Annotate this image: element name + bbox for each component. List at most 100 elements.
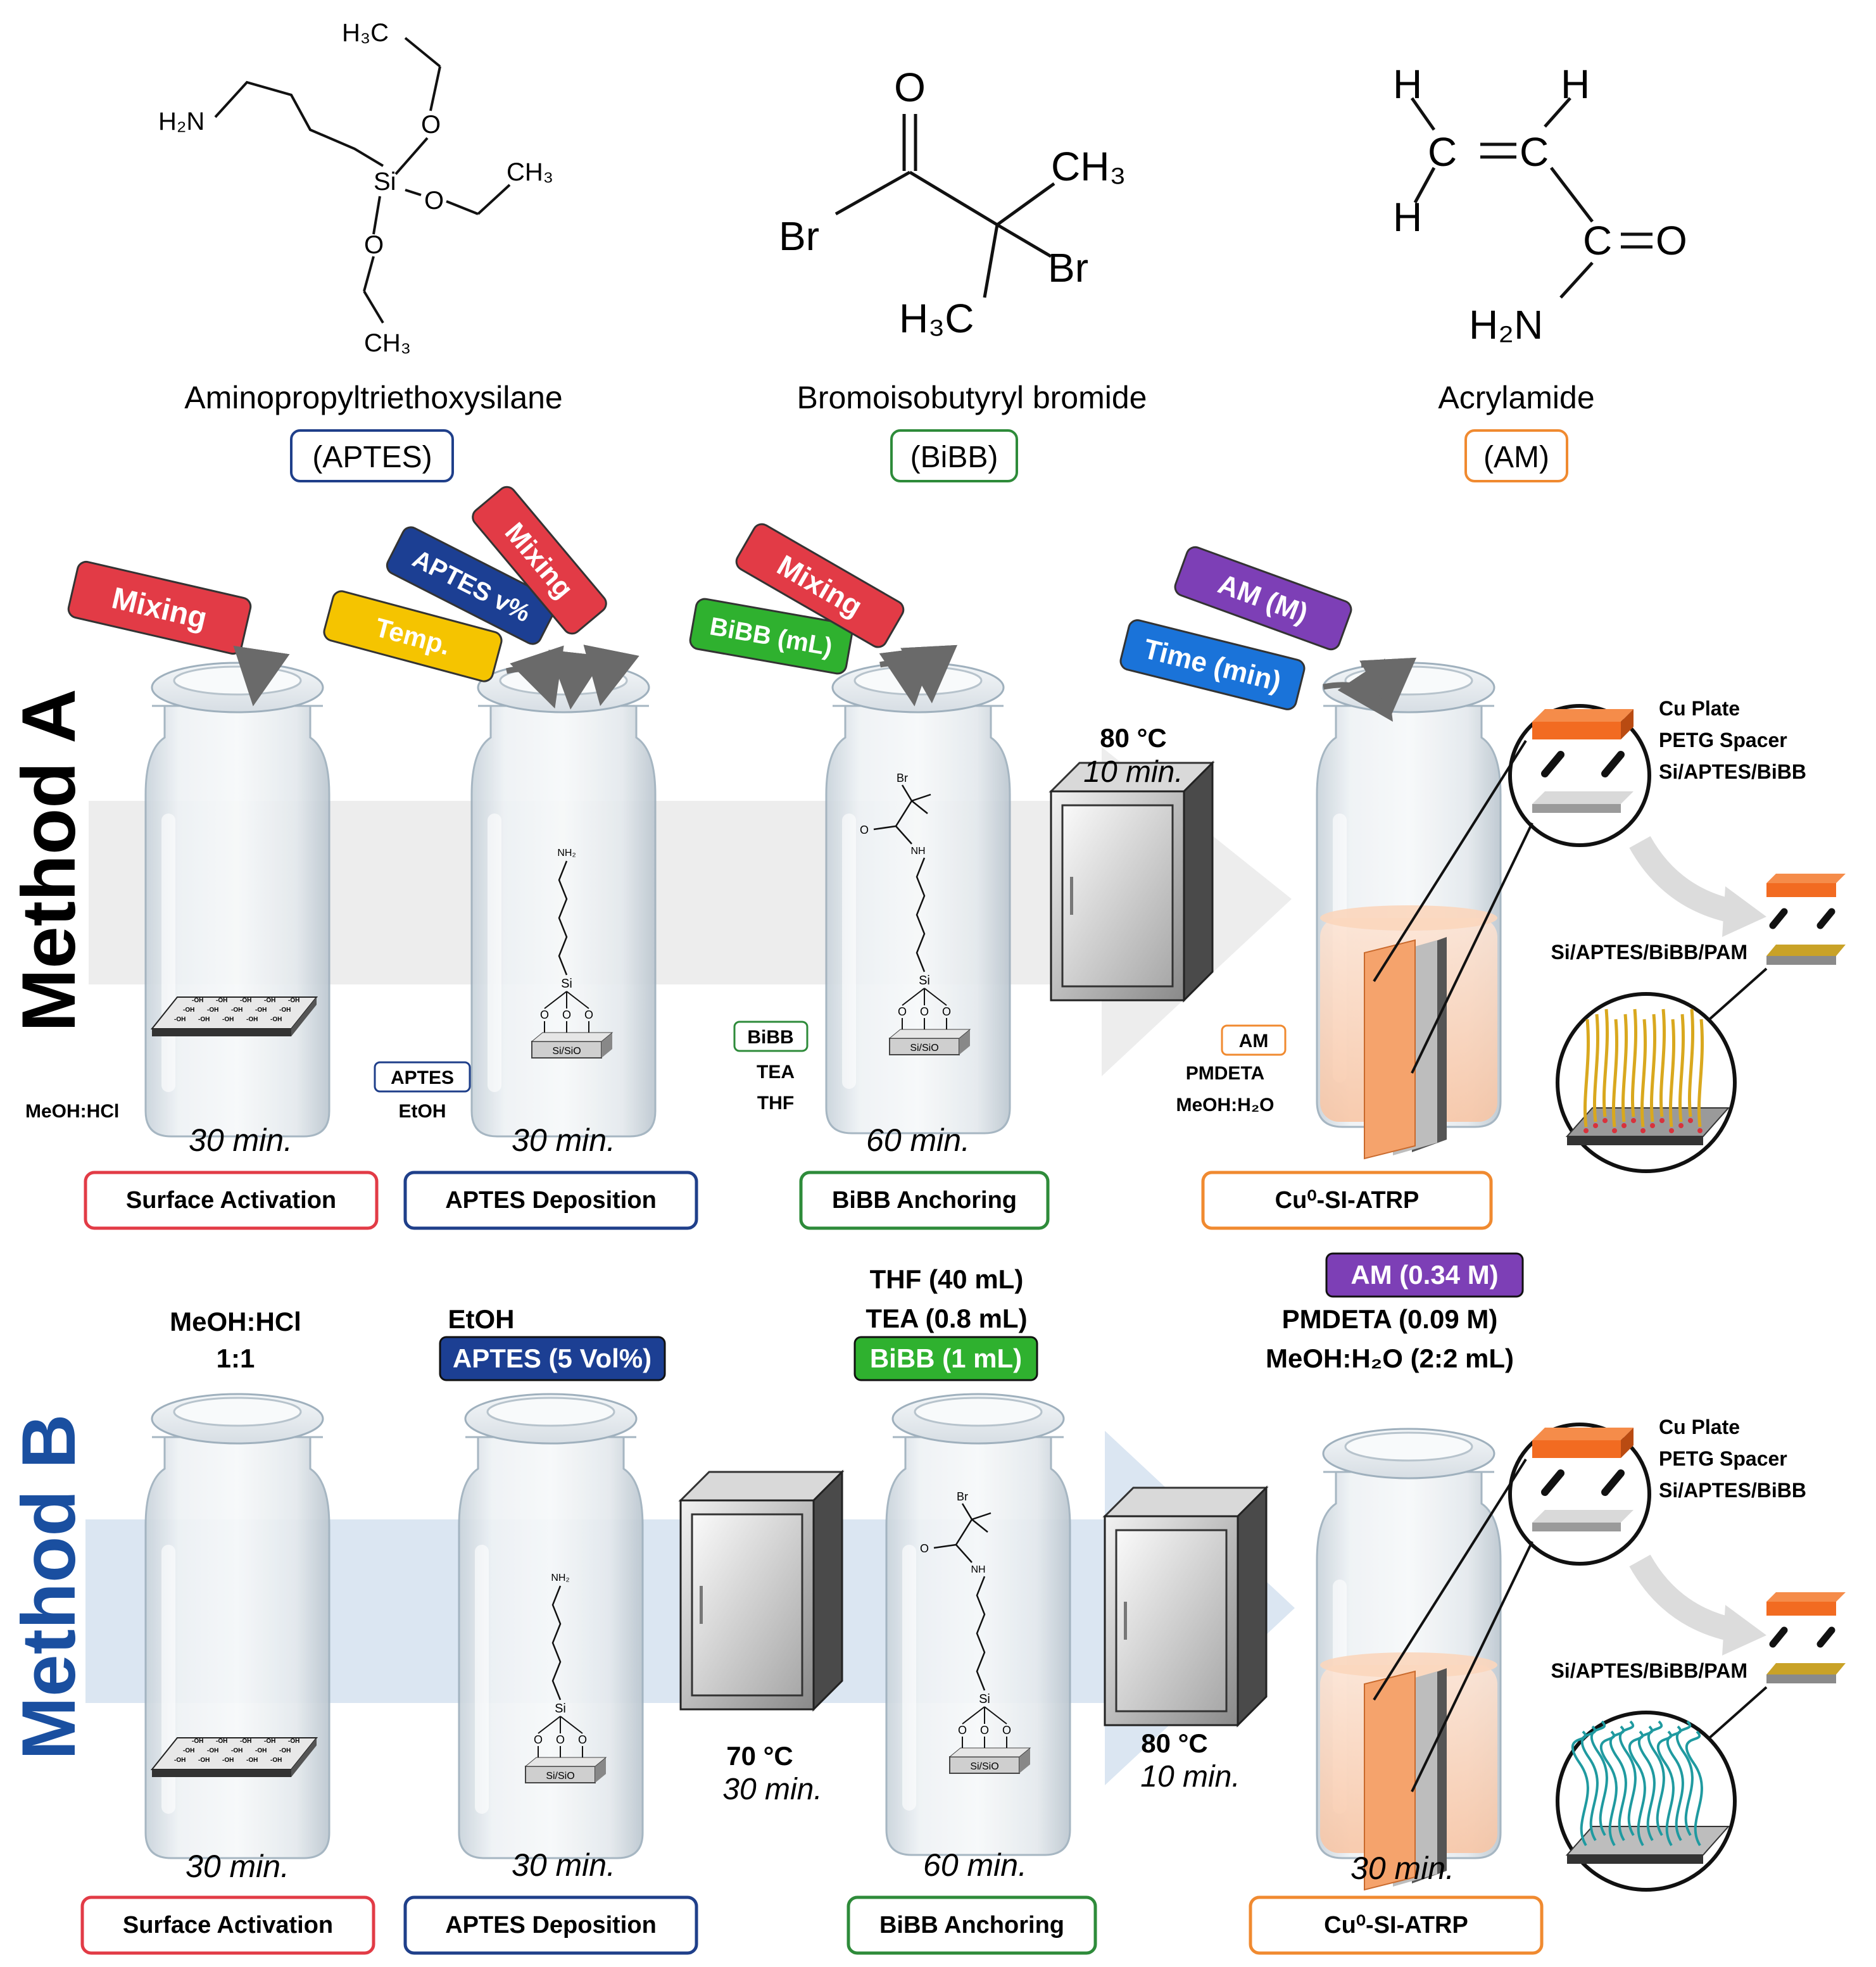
bromine-atom: Br xyxy=(957,1490,968,1503)
b-vial-activation: -OH-OH-OH-OH-OH-OH-OH-OH-OH-OH-OH-OH-OH-… xyxy=(144,1393,331,1859)
si-o-bond xyxy=(902,988,925,1006)
aptes-atom-h3c: H₃C xyxy=(342,19,389,47)
polymer-brush xyxy=(1602,1009,1609,1117)
si-o-bond xyxy=(560,1716,583,1734)
oven-door xyxy=(1115,1529,1228,1712)
sio-substrate-side xyxy=(959,1029,970,1055)
polymer-brush xyxy=(1669,1019,1675,1128)
vial-highlight xyxy=(902,1545,916,1811)
quat-c-bond xyxy=(955,1519,973,1545)
sio-substrate xyxy=(531,1041,602,1059)
product-cu-front xyxy=(1766,1602,1836,1616)
am-atom-c1: C xyxy=(1428,129,1457,175)
oven-side xyxy=(812,1469,843,1712)
tag-bibb-ml: BiBB (mL) xyxy=(689,598,853,675)
sio-substrate xyxy=(949,1756,1020,1774)
step-box xyxy=(799,1171,1050,1230)
brush-anchor xyxy=(1583,1128,1589,1133)
b-bibb-box xyxy=(853,1336,1038,1381)
oven-handle xyxy=(1124,1602,1127,1640)
amine-group: NH₂ xyxy=(557,848,576,858)
step-box xyxy=(80,1895,375,1955)
bibb-bonds xyxy=(834,114,1055,298)
methyl-bond-1 xyxy=(971,1512,992,1521)
propyl-chain xyxy=(916,857,926,972)
hydroxyl-group: -OH xyxy=(246,1757,258,1764)
am-atom-c3: C xyxy=(1583,218,1612,263)
si-o-bond xyxy=(924,988,947,1006)
hydroxyl-group: -OH xyxy=(231,1007,242,1014)
hydroxyl-group: -OH xyxy=(222,1016,234,1023)
ovens-layer xyxy=(678,760,1269,1728)
aptes-name: Aminopropyltriethoxysilane xyxy=(184,380,563,415)
hydroxyl-group: -OH xyxy=(279,1747,291,1754)
am-atom-h1: H xyxy=(1393,61,1422,107)
oven-handle xyxy=(1070,877,1073,915)
molecule-aptes: H₂N Si O O O H₃C CH₃ CH₃ Aminopropyltrie… xyxy=(158,19,563,482)
oxygen-atom: O xyxy=(562,1009,571,1021)
aptes-abbr: (APTES) xyxy=(312,441,432,474)
quat-c-bond xyxy=(895,800,913,827)
vial-highlight xyxy=(488,814,501,1092)
brush-anchor xyxy=(1669,1128,1674,1133)
polymer-brush xyxy=(1688,1009,1694,1117)
step-label: BiBB Anchoring xyxy=(832,1187,1017,1214)
brush-substrate-edge xyxy=(1567,1855,1703,1864)
hydroxyl-group: -OH xyxy=(231,1747,242,1754)
zoom-line-1 xyxy=(1373,1458,1527,1701)
sio-substrate-side xyxy=(595,1757,606,1783)
polymer-brush xyxy=(1621,1014,1628,1122)
method-a-title: Method A xyxy=(6,689,91,1032)
oxygen-atom: O xyxy=(1002,1724,1011,1737)
hydroxyl-group: -OH xyxy=(174,1757,186,1764)
label-spacer: PETG Spacer xyxy=(1659,729,1787,751)
vial-mouth xyxy=(1344,1431,1473,1462)
silicon-atom: Si xyxy=(979,1692,990,1706)
bromine-atom: Br xyxy=(897,772,908,784)
polymer-brush xyxy=(1675,1720,1694,1837)
step-label: BiBB Anchoring xyxy=(879,1912,1064,1939)
brush-anchor xyxy=(1631,1118,1636,1123)
curved-arrow-body xyxy=(1629,1554,1738,1642)
sio-label: Si/SiO xyxy=(546,1771,574,1782)
spacer-left xyxy=(1541,1469,1564,1496)
oxygen-atom: O xyxy=(958,1724,967,1737)
sandwich-cu-plate xyxy=(1364,1670,1416,1891)
a-time-anchoring: 60 min. xyxy=(866,1122,970,1158)
brush-anchor xyxy=(1688,1118,1693,1123)
bibb-atom-br2: Br xyxy=(1048,245,1088,291)
a-bibb-box xyxy=(733,1021,809,1052)
substrate-edge xyxy=(152,1769,291,1777)
tag-time-min: Time (min) xyxy=(1119,619,1306,710)
oven-side xyxy=(1237,1485,1268,1728)
hydroxyl-group: -OH xyxy=(246,1016,258,1023)
a-step-aptes-deposition: APTES Deposition xyxy=(403,1171,698,1230)
brush-anchor xyxy=(1621,1123,1627,1128)
b-oven2-time: 10 min. xyxy=(1140,1760,1240,1794)
sio-label: Si/SiO xyxy=(910,1043,938,1053)
b-oven-2 xyxy=(1102,1485,1269,1728)
methyl-bond-2 xyxy=(911,800,928,814)
hydroxyl-group: -OH xyxy=(288,1738,299,1745)
brush-anchor xyxy=(1678,1123,1684,1128)
product-substrate-front xyxy=(1766,1675,1836,1683)
hydroxyl-group: -OH xyxy=(240,997,251,1004)
hydroxyl-group: -OH xyxy=(183,1007,194,1014)
si-o-bond xyxy=(962,1706,985,1725)
sio-label: Si/SiO xyxy=(970,1761,998,1772)
step-label: APTES Deposition xyxy=(445,1187,657,1214)
silicon-atom: Si xyxy=(555,1702,566,1716)
molecule-acrylamide: H H C C H C O H₂N Acrylamide (AM) xyxy=(1393,61,1687,482)
hydroxyl-group: -OH xyxy=(207,1747,218,1754)
hydroxyl-group: -OH xyxy=(198,1757,210,1764)
b-step-bibb-anchoring: BiBB Anchoring xyxy=(847,1895,1097,1955)
am-atom-c2: C xyxy=(1520,129,1549,175)
a-tea-label: TEA xyxy=(757,1062,795,1083)
tag-box xyxy=(323,590,503,682)
amine-group: NH₂ xyxy=(551,1573,569,1583)
a-aptes-box xyxy=(374,1061,471,1093)
